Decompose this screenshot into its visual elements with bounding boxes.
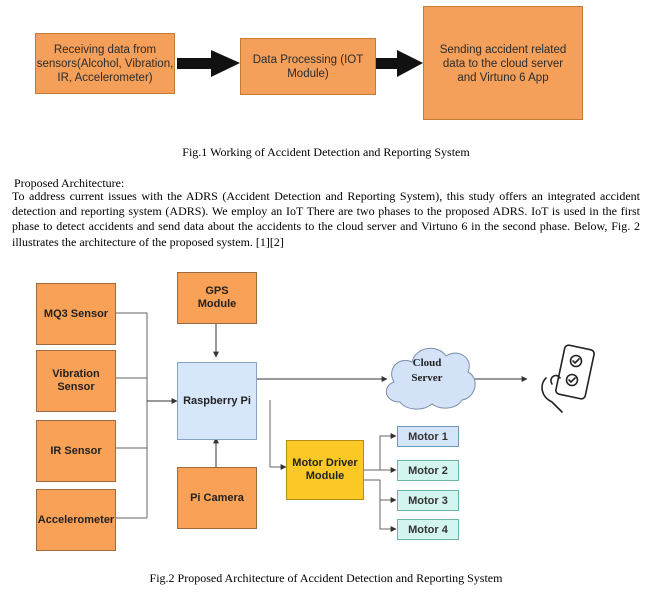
motor-3-label: Motor 3 xyxy=(408,494,448,507)
motor-2-label: Motor 2 xyxy=(408,464,448,477)
motor-2: Motor 2 xyxy=(397,460,459,481)
raspberry-pi: Raspberry Pi xyxy=(177,362,257,440)
motor-1-label: Motor 1 xyxy=(408,430,448,443)
sensor-mq3: MQ3 Sensor xyxy=(36,283,116,345)
pi-camera: Pi Camera xyxy=(177,467,257,529)
sensor-vibration-label: Vibration Sensor xyxy=(52,368,100,393)
sensor-accelerometer-label: Accelerometer xyxy=(37,513,115,526)
motor-driver-module: Motor Driver Module xyxy=(286,440,364,500)
fig1-arrow-2 xyxy=(375,50,423,77)
fig1-box-receiving-data-label: Receiving data from sensors(Alcohol, Vib… xyxy=(36,43,174,84)
gps-module: GPS Module xyxy=(177,272,257,324)
cloud-shape xyxy=(385,347,476,410)
raspberry-pi-label: Raspberry Pi xyxy=(183,395,251,407)
fig1-caption: Fig.1 Working of Accident Detection and … xyxy=(182,145,470,159)
connector-mq3 xyxy=(114,312,148,518)
fig1-box-data-processing: Data Processing (IOT Module) xyxy=(240,38,376,95)
motor-driver-module-label: Motor Driver Module xyxy=(292,457,358,482)
sensor-vibration: Vibration Sensor xyxy=(36,350,116,412)
fig1-box-data-processing-label: Data Processing (IOT Module) xyxy=(252,53,364,80)
sensor-mq3-label: MQ3 Sensor xyxy=(43,307,109,320)
pi-camera-label: Pi Camera xyxy=(190,491,244,504)
section-heading: Proposed Architecture: xyxy=(14,176,125,190)
section-paragraph: To address current issues with the ADRS … xyxy=(12,189,640,249)
motor-1: Motor 1 xyxy=(397,426,459,447)
connector-driver-to-motor4 xyxy=(379,500,397,532)
fig1-box-sending-data-label: Sending accident related data to the clo… xyxy=(439,44,567,84)
connector-rpi-to-driver xyxy=(269,400,287,470)
fig2-caption: Fig.2 Proposed Architecture of Accident … xyxy=(149,571,503,585)
fig1-arrow-1 xyxy=(177,50,240,77)
fig1-box-receiving-data: Receiving data from sensors(Alcohol, Vib… xyxy=(35,33,175,94)
connector-driver-to-motor3 xyxy=(362,479,397,503)
fig1-box-sending-data: Sending accident related data to the clo… xyxy=(423,6,583,120)
motor-4-label: Motor 4 xyxy=(408,523,448,536)
sensor-accelerometer: Accelerometer xyxy=(36,489,116,551)
smartphone-checklist-icon xyxy=(541,344,595,413)
cloud-server-label: Cloud Server xyxy=(411,357,443,384)
gps-module-label: GPS Module xyxy=(197,285,237,310)
motor-3: Motor 3 xyxy=(397,490,459,511)
motor-4: Motor 4 xyxy=(397,519,459,540)
sensor-ir: IR Sensor xyxy=(36,420,116,482)
sensor-ir-label: IR Sensor xyxy=(50,444,102,457)
connector-driver-to-motor1 xyxy=(362,433,397,471)
